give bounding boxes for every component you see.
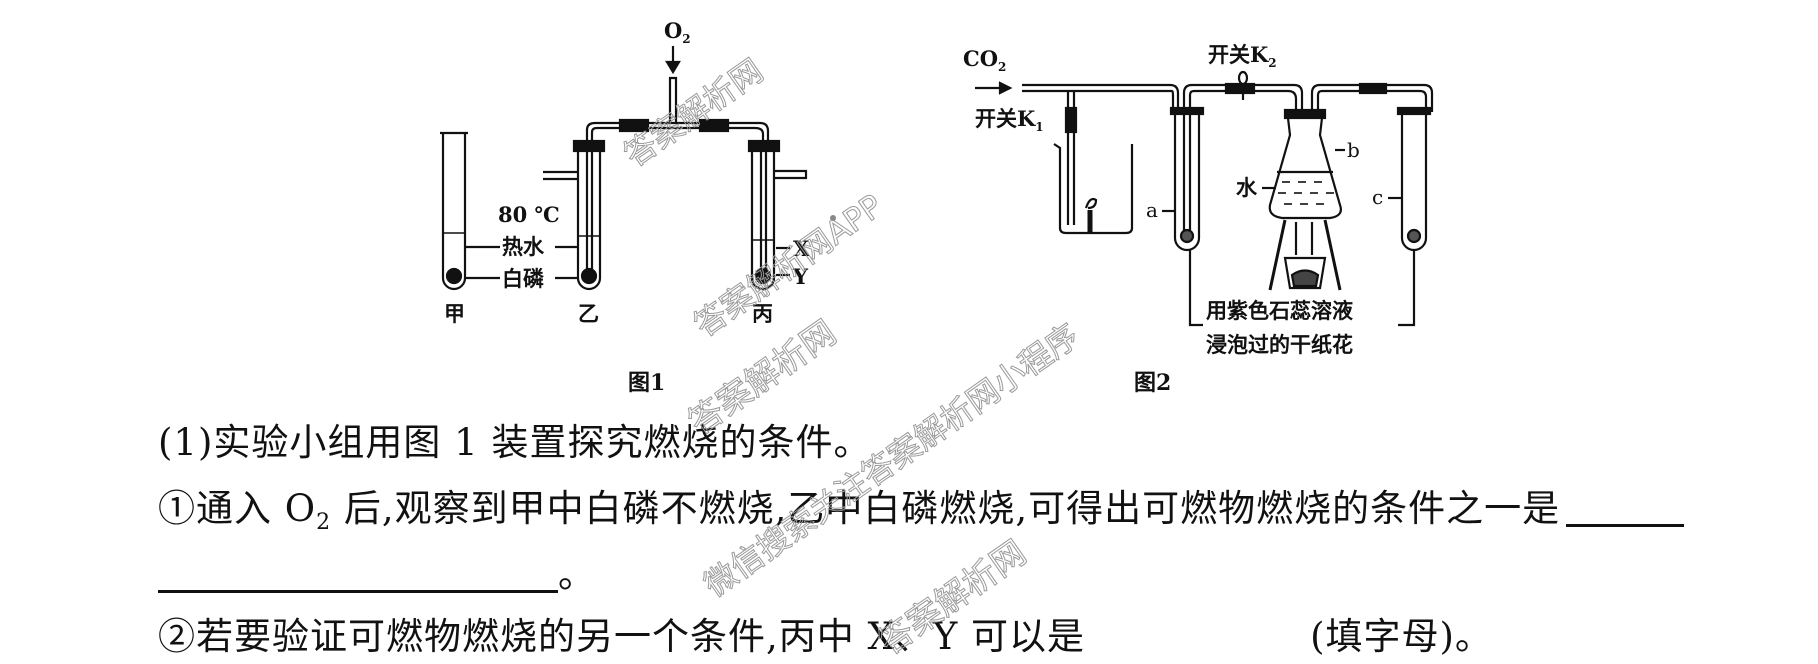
conical-flask-b <box>1262 83 1434 291</box>
tube-a-label: a <box>1146 198 1158 222</box>
oxygen-inlet-label: O2 <box>664 18 691 46</box>
tube-label-bing: 丙 <box>752 301 773 326</box>
flask-b-label: b <box>1347 138 1360 162</box>
temperature-label: 80 ℃ <box>498 202 560 227</box>
y-label: Y <box>793 264 808 289</box>
question-sub1-continued: 。 <box>158 556 596 593</box>
tube-label-jia: 甲 <box>444 301 465 326</box>
switch-k1-label: 开关K1 <box>975 106 1044 134</box>
test-tube-yi <box>543 121 760 291</box>
question-part1: (1)实验小组用图 1 装置探究燃烧的条件。 <box>158 421 872 464</box>
answer-blank-1a[interactable] <box>1566 524 1685 527</box>
beaker <box>1053 143 1134 235</box>
question-sub2: ②若要验证可燃物燃烧的另一个条件,丙中 X、Y 可以是(填字母)。 <box>158 615 1493 658</box>
figure1-caption: 图1 <box>628 370 666 396</box>
tube-label-yi: 乙 <box>578 301 599 326</box>
paper-flower-label-line2: 浸泡过的干纸花 <box>1206 332 1353 357</box>
question-sub1: ①通入 O2 后,观察到甲中白磷不燃烧,乙中白磷燃烧,可得出可燃物燃烧的条件之一… <box>158 490 1685 534</box>
white-phosphorus-label: 白磷 <box>502 266 544 291</box>
answer-blank-1b[interactable] <box>158 590 558 593</box>
experiment-diagrams <box>440 46 1434 327</box>
tube-a <box>1162 83 1294 327</box>
tube-c <box>1388 106 1432 327</box>
test-tube-bing <box>747 121 808 291</box>
switch-k2-label: 开关K2 <box>1208 42 1277 70</box>
tube-c-label: c <box>1372 185 1384 209</box>
dot-artifact <box>830 215 836 221</box>
figure2-caption: 图2 <box>1134 370 1172 396</box>
paper-flower-label-line1: 用紫色石蕊溶液 <box>1206 298 1353 323</box>
hot-water-label: 热水 <box>502 234 544 259</box>
water-label: 水 <box>1236 175 1257 200</box>
x-label: X <box>793 236 810 261</box>
co2-inlet-label: CO2 <box>963 46 1007 74</box>
test-tube-jia <box>440 131 468 291</box>
